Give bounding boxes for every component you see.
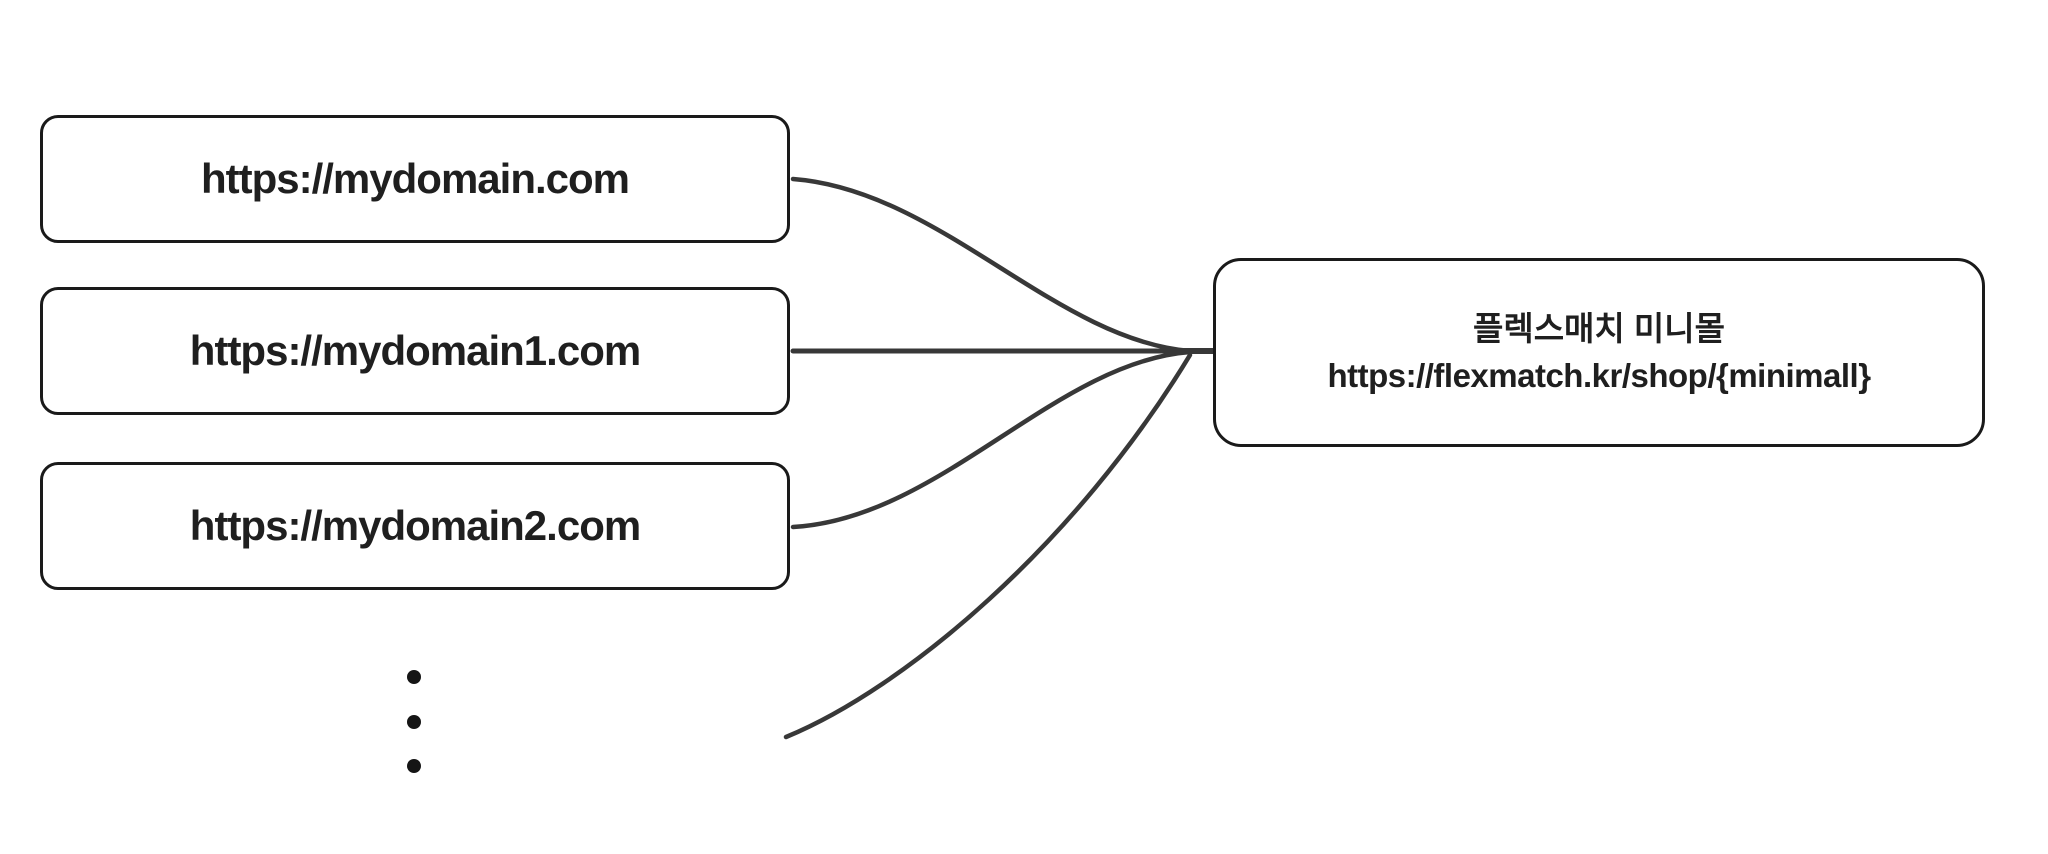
node-mydomain2: https://mydomain2.com — [40, 462, 790, 590]
minimall-title: 플렉스매치 미니몰 — [1472, 310, 1726, 348]
vertical-ellipsis-icon — [407, 670, 421, 773]
node-mydomain-label: https://mydomain.com — [200, 155, 630, 202]
node-mydomain: https://mydomain.com — [40, 115, 790, 243]
node-mydomain1-label: https://mydomain1.com — [189, 327, 641, 374]
node-mydomain2-label: https://mydomain2.com — [189, 502, 641, 549]
node-flexmatch-minimall: 플렉스매치 미니몰 https://flexmatch.kr/shop/{min… — [1213, 258, 1985, 447]
node-mydomain1: https://mydomain1.com — [40, 287, 790, 415]
minimall-url: https://flexmatch.kr/shop/{minimall} — [1327, 356, 1871, 394]
ellipsis-dot — [407, 715, 421, 729]
connector-domain2-to-minimall — [790, 349, 1193, 530]
ellipsis-dot — [407, 670, 421, 684]
connector-more-domains-to-minimall — [783, 352, 1193, 740]
connector-domain0-to-minimall — [790, 176, 1193, 354]
ellipsis-dot — [407, 759, 421, 773]
